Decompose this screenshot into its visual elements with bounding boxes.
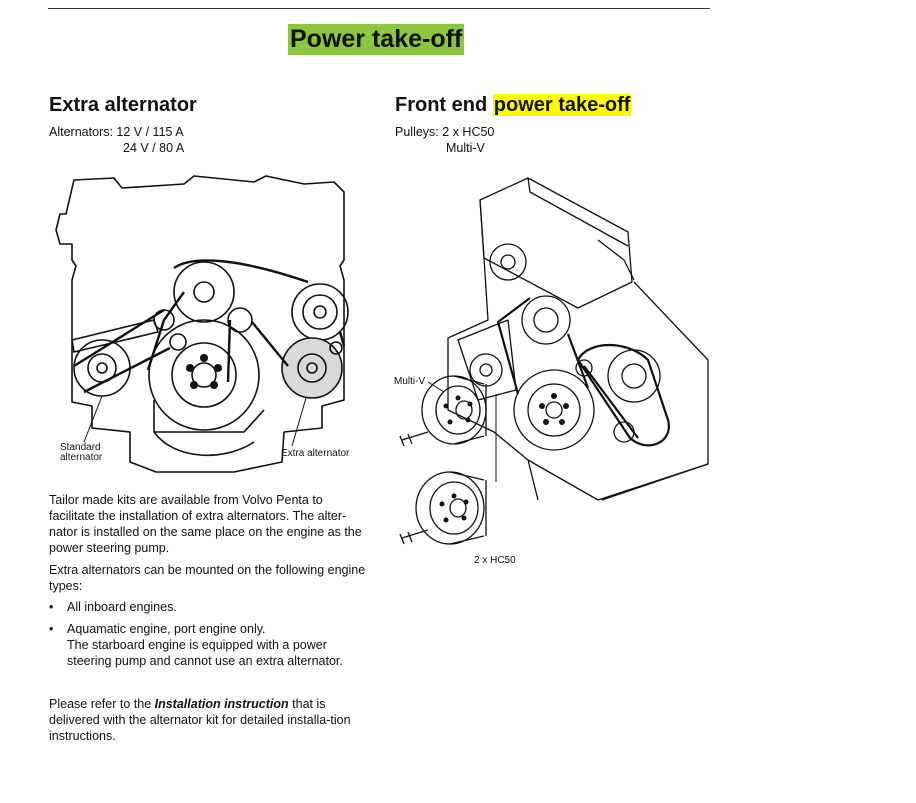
pulleys-value-1: 2 x HC50 xyxy=(442,125,495,139)
label-hc50: 2 x HC50 xyxy=(474,555,516,566)
installation-instruction-ref: Installation instruction xyxy=(154,697,289,711)
page-title: Power take-off xyxy=(288,24,465,55)
extra-alternator-heading: Extra alternator xyxy=(49,94,197,116)
front-end-heading-highlight: power take-off xyxy=(492,94,632,116)
top-rule xyxy=(48,8,710,9)
alternators-value-1: 12 V / 115 A xyxy=(116,125,184,139)
front-end-diagram: Multi-V 2 x HC50 xyxy=(394,177,709,566)
label-standard-line2: alternator xyxy=(60,452,103,463)
alternators-spec: Alternators: 12 V / 115 A xyxy=(49,124,184,140)
bullet-text-line1: Aquamatic engine, port engine only. xyxy=(67,622,266,636)
alternators-label: Alternators: xyxy=(49,125,113,139)
front-end-heading: Front end power take-off xyxy=(395,92,632,118)
bullet-text-line2: The starboard engine is equipped with a … xyxy=(67,638,343,668)
bullet-marker: • xyxy=(49,622,54,636)
label-standard-line1: Standard xyxy=(60,442,101,453)
pulleys-label: Pulleys: xyxy=(395,125,439,139)
para-installation-after: that is delivered with the alternator ki… xyxy=(49,697,351,743)
pulleys-value-2: Multi-V xyxy=(446,141,485,155)
pulleys-spec: Pulleys: 2 x HC50 xyxy=(395,124,494,140)
alternators-value-2: 24 V / 80 A xyxy=(123,141,185,155)
label-multiv: Multi-V xyxy=(394,376,425,387)
label-extra-alternator: Extra alternator xyxy=(281,448,350,459)
bullet-aquamatic: • Aquamatic engine, port engine only. Th… xyxy=(49,621,369,669)
bullet-text: All inboard engines. xyxy=(67,600,177,614)
para-installation: Please refer to the Installation instruc… xyxy=(49,696,369,744)
para-installation-before: Please refer to the xyxy=(49,697,155,711)
front-end-heading-plain: Front end xyxy=(395,94,493,116)
extra-alternator-diagram: Standard alternator Extra alternator xyxy=(55,175,350,473)
para-kits: Tailor made kits are available from Volv… xyxy=(49,493,362,555)
para-engine-types: Extra alternators can be mounted on the … xyxy=(49,563,366,593)
bullet-marker: • xyxy=(49,600,54,614)
